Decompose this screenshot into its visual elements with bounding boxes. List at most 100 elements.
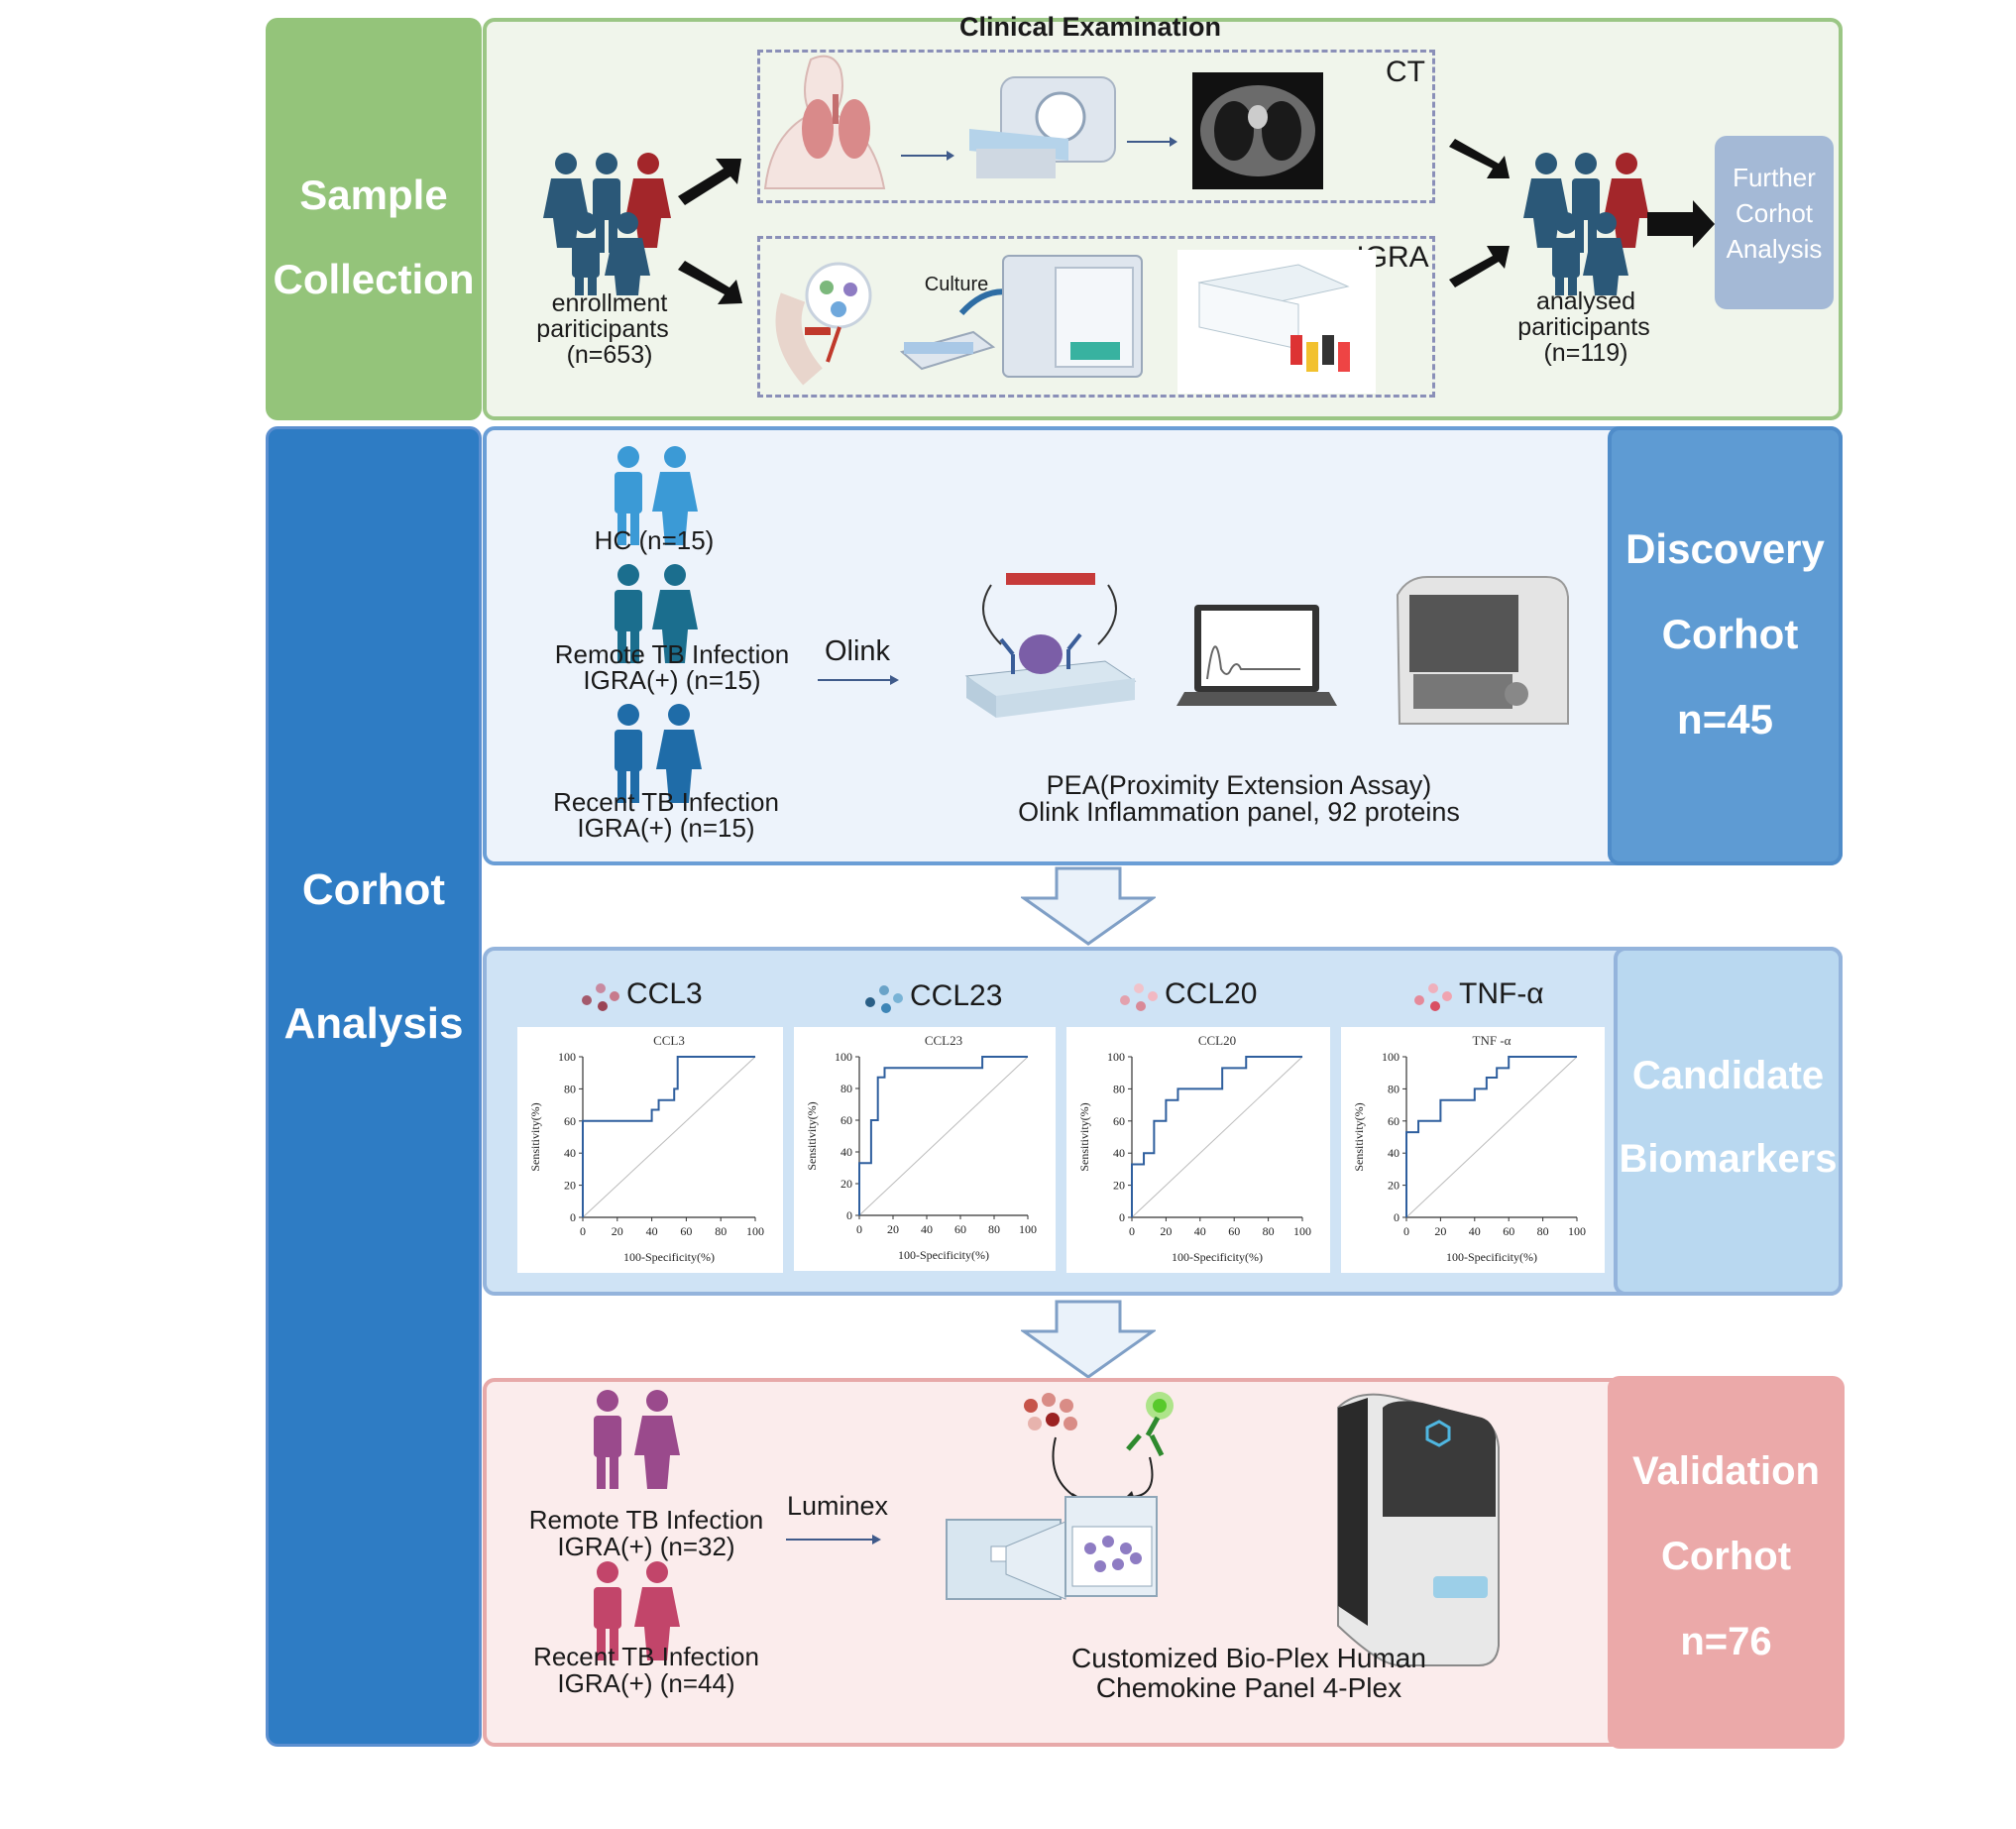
discovery-recent-line1: Recent TB Infection [553,787,779,817]
blood-draw-icon [775,262,872,386]
discovery-remote-line1: Remote TB Infection [554,639,790,669]
y-tick-label: 40 [564,1146,576,1160]
y-tick-label: 100 [1382,1050,1400,1064]
x-tick-label: 80 [1263,1224,1275,1238]
y-tick-label: 0 [570,1210,576,1224]
dots-icon [1120,983,1158,1011]
chart-header-tnf: TNF-α [1409,974,1608,1014]
discovery-side-line2: Corhot [1661,611,1799,657]
enrollment-line1: enrollment [551,289,668,317]
y-tick-label: 100 [835,1050,852,1064]
validation-side-line1: Validation [1632,1449,1820,1493]
roc-curve [1405,1056,1577,1217]
candidate-label-box [1614,947,1843,1296]
luminex-plate-icon [946,1496,1158,1600]
arrow-to-further-icon [1647,200,1715,248]
discovery-side-line3: n=45 [1677,696,1773,743]
y-tick-label: 100 [1107,1050,1125,1064]
pea-line2: Olink Inflammation panel, 92 proteins [1018,797,1460,827]
chart-title: CCL23 [925,1033,962,1048]
culture-tubes-icon [899,330,996,371]
y-tick-label: 20 [1388,1179,1400,1193]
x-tick-label: 0 [580,1224,586,1238]
discovery-cohort-label-box [1608,426,1843,865]
y-tick-label: 60 [1388,1114,1400,1128]
x-axis-label: 100-Specificity(%) [898,1248,989,1262]
down-arrow-icon [1021,866,1156,946]
roc-curve [858,1056,1028,1215]
roc-curve [582,1056,755,1217]
further-line2: Corhot [1735,198,1814,228]
x-tick-label: 40 [921,1222,933,1236]
culture-label: Culture [924,274,989,295]
hc-people-icon [615,446,698,545]
y-tick-label: 60 [1113,1114,1125,1128]
x-tick-label: 80 [715,1224,727,1238]
y-tick-label: 100 [558,1050,576,1064]
ct-scan-image [1192,72,1323,189]
validation-remote-line2: IGRA(+) (n=32) [557,1532,735,1561]
y-tick-label: 20 [1113,1179,1125,1193]
y-tick-label: 80 [1113,1082,1125,1095]
reference-diagonal [858,1056,1029,1216]
y-axis-label: Sensitivity(%) [1352,1102,1366,1171]
y-tick-label: 40 [840,1145,852,1159]
chart-title: TNF -α [1473,1033,1512,1048]
sample-collection-line1: Sample [299,171,448,218]
validation-recent-people-icon [594,1561,680,1660]
x-axis-label: 100-Specificity(%) [1172,1250,1263,1264]
validation-remote-line1: Remote TB Infection [528,1505,764,1535]
panel-line1: Customized Bio-Plex Human [1071,1643,1426,1673]
x-tick-label: 60 [680,1224,692,1238]
chart-header-label: TNF-α [1459,977,1544,1010]
validation-recent-line1: Recent TB Infection [533,1642,759,1671]
x-tick-label: 20 [887,1222,899,1236]
chart-header-label: CCL23 [910,979,1003,1012]
recent-people-icon [615,704,702,803]
discovery-method-label: Olink [824,635,891,667]
x-axis-label: 100-Specificity(%) [1446,1250,1537,1264]
analysed-line2: pariticipants [1517,313,1650,341]
hc-label: HC (n=15) [594,525,715,555]
down-arrow-icon-2 [1021,1300,1156,1379]
x-tick-label: 60 [1503,1224,1514,1238]
x-tick-label: 20 [1160,1224,1172,1238]
y-axis-label: Sensitivity(%) [805,1101,819,1170]
ct-dashed-box [757,50,1435,203]
lungs-figure-icon [763,55,886,189]
chart-header-ccl3: CCL3 [577,974,775,1014]
validation-recent-line2: IGRA(+) (n=44) [557,1668,735,1698]
analysed-line1: analysed [1535,287,1636,315]
arrow-to-ct-icon [678,159,741,205]
x-tick-label: 100 [1019,1222,1037,1236]
x-tick-label: 60 [1228,1224,1240,1238]
y-tick-label: 0 [846,1208,852,1222]
dots-icon [582,983,619,1011]
y-tick-label: 20 [564,1179,576,1193]
panel-line2: Chemokine Panel 4-Plex [1095,1672,1402,1703]
reference-diagonal [1131,1056,1303,1218]
validation-cohort-label-box [1608,1376,1845,1749]
sample-collection-label-box: Sample Collection [266,18,482,420]
incubator-icon [1002,255,1143,378]
x-tick-label: 40 [1194,1224,1206,1238]
validation-side-line2: Corhot [1660,1535,1792,1578]
cohort-analysis-line2: Analysis [283,999,464,1048]
ct-label: CT [1386,56,1425,88]
y-tick-label: 40 [1113,1146,1125,1160]
chart-background [517,1027,783,1273]
y-tick-label: 80 [1388,1082,1400,1095]
enrollment-people-icon [543,153,671,295]
x-tick-label: 40 [1469,1224,1481,1238]
y-tick-label: 80 [840,1082,852,1095]
clinical-examination-title: Clinical Examination [958,12,1222,42]
candidate-side-line1: Candidate [1631,1054,1825,1097]
y-tick-label: 20 [840,1177,852,1191]
discovery-remote-line2: IGRA(+) (n=15) [583,665,761,695]
chart-header-label: CCL20 [1165,977,1258,1010]
x-tick-label: 0 [856,1222,862,1236]
